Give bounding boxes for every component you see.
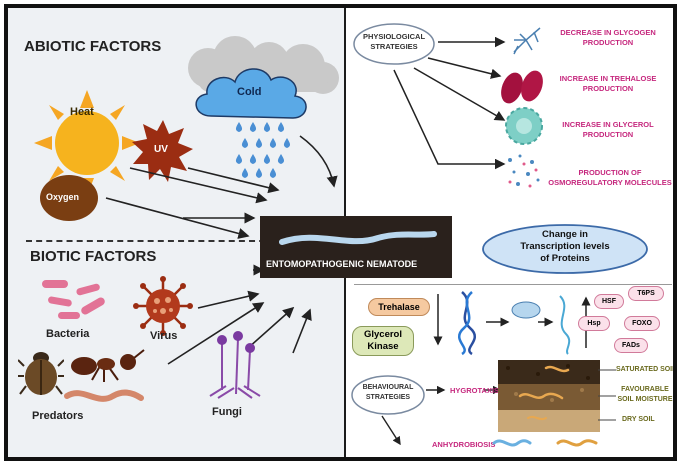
behavioural-title-2: STRATEGIES <box>365 394 411 401</box>
glycerol-label-2: Kinase <box>367 341 399 352</box>
protein-hsf: HSF <box>594 294 624 309</box>
heat-label: Heat <box>70 106 94 118</box>
uv-label: UV <box>154 144 168 155</box>
physiological-oval <box>353 23 435 65</box>
outcome-1-line1: DECREASE IN GLYCOGEN <box>560 28 656 37</box>
cloud-icon <box>188 36 339 119</box>
outcome-3-line2: PRODUCTION <box>582 130 634 139</box>
protein-foxo-label: FOXO <box>632 320 652 327</box>
abiotic-arrows <box>105 135 338 365</box>
glycerol-label-1: Glycerol <box>363 329 403 340</box>
physiological-arrows <box>393 36 506 170</box>
outcome-4-line1: PRODUCTION OF <box>578 168 642 177</box>
trehalase-label: Trehalase <box>378 302 420 312</box>
transcription-line2: Transcription levels <box>520 241 610 252</box>
predators-label: Predators <box>32 410 84 422</box>
nematode-box: ENTOMOPATHOGENIC NEMATODE <box>260 216 452 278</box>
dry-soil-label: DRY SOIL <box>622 416 655 423</box>
hygrotaxis-label: HYGROTAXIS <box>450 386 500 395</box>
protein-foxo: FOXO <box>624 316 660 331</box>
protein-fads: FADs <box>614 338 648 353</box>
trehalase-pill: Trehalase <box>368 298 430 316</box>
fungi-label: Fungi <box>212 406 242 418</box>
beetle-icon <box>18 352 64 395</box>
ant-icon <box>71 349 145 382</box>
physiological-title-2: STRATEGIES <box>370 42 418 51</box>
protein-hsf-label: HSF <box>602 298 616 305</box>
behavioural-arrows <box>381 385 502 446</box>
favourable-line1: FAVOURABLE <box>621 386 669 393</box>
outcome-1-line2: PRODUCTION <box>582 38 634 47</box>
transcription-line3: of Proteins <box>540 253 590 264</box>
behavioural-oval <box>351 375 425 415</box>
bacteria-icon <box>42 280 105 319</box>
transcription-line1: Change in <box>542 229 588 240</box>
outcome-2-line2: PRODUCTION <box>582 84 634 93</box>
protein-t6ps: T6PS <box>628 286 664 301</box>
anhydrobiosis-label: ANHYDROBIOSIS <box>432 440 496 449</box>
protein-t6ps-label: T6PS <box>637 290 655 297</box>
protein-fads-label: FADs <box>622 342 640 349</box>
gene-expression-box <box>354 284 672 355</box>
soil-profile <box>498 360 600 432</box>
outcome-2-line1: INCREASE IN TREHALOSE <box>559 74 657 83</box>
virus-icon <box>133 276 193 336</box>
oxygen-label: Oxygen <box>46 192 80 202</box>
bacteria-label: Bacteria <box>46 328 90 340</box>
nematode-label: ENTOMOPATHOGENIC NEMATODE <box>266 259 418 269</box>
glycerol-kinase-pill: Glycerol Kinase <box>352 326 414 356</box>
osmoregulatory-icon <box>508 154 540 188</box>
sun-icon <box>34 90 140 196</box>
cold-label: Cold <box>237 86 262 98</box>
glycogen-icon <box>513 27 541 55</box>
uv-icon <box>132 120 193 182</box>
outcome-3-line1: INCREASE IN GLYCEROL <box>562 120 654 129</box>
trehalose-icon <box>501 70 543 104</box>
anhydrobiosis-worms <box>492 439 598 447</box>
raindrops-icon <box>235 122 291 178</box>
virus-label: Virus <box>150 330 178 342</box>
soil-pointers <box>598 369 616 421</box>
figure-frame: ABIOTIC FACTORS Heat UV <box>4 4 677 461</box>
outcome-4-line2: OSMOREGULATORY MOLECULES <box>548 178 672 187</box>
biotic-title: BIOTIC FACTORS <box>30 248 157 265</box>
nematode-icon <box>279 231 437 245</box>
behavioural-title-1: BEHAVIOURAL <box>362 384 414 391</box>
section-divider <box>26 240 326 242</box>
physiological-title-1: PHYSIOLOGICAL <box>362 32 426 41</box>
oxygen-icon <box>40 175 98 221</box>
abiotic-title: ABIOTIC FACTORS <box>24 38 162 55</box>
saturated-soil-label: SATURATED SOIL <box>616 366 677 373</box>
protein-hsp: Hsp <box>578 316 610 331</box>
protein-hsp-label: Hsp <box>587 320 601 327</box>
transcription-oval <box>482 224 648 274</box>
fungi-icon <box>209 331 261 399</box>
worm-icon <box>64 389 144 402</box>
glycerol-icon <box>505 107 543 145</box>
favourable-line2: SOIL MOISTURE <box>617 396 673 403</box>
